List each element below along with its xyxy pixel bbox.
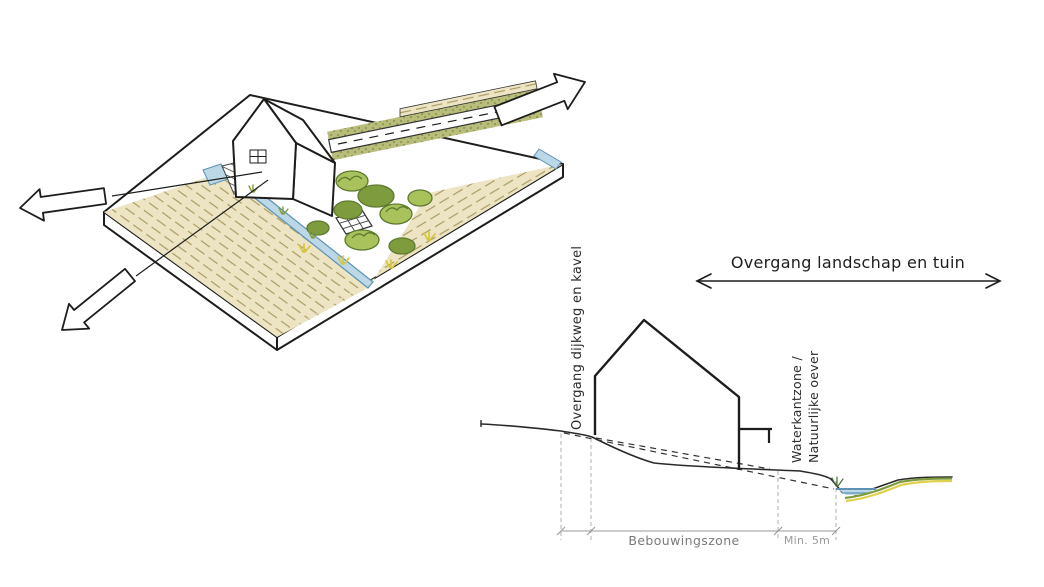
transition-arrow: [695, 273, 1002, 289]
road-verge-south: [331, 109, 543, 161]
dike-transition-label: Overgang dijkweg en kavel: [570, 246, 585, 430]
direction-arrow-west-icon: [19, 187, 107, 222]
ground-profile: [480, 423, 953, 496]
direction-arrows: [19, 72, 586, 331]
transition-arrow-label: Overgang landschap en tuin: [731, 253, 965, 272]
field-left: [104, 172, 368, 337]
direction-arrow-northeast-icon: [493, 72, 586, 127]
bank-green-line: [844, 477, 953, 500]
house-window: [249, 149, 267, 164]
sight-lines: [111, 171, 269, 277]
bank-yellow-line: [845, 479, 953, 503]
house-deck: [739, 427, 772, 443]
house-section-outline: [593, 318, 741, 470]
direction-arrow-southwest-icon: [61, 267, 136, 331]
marsh-plant-icon: [831, 476, 844, 487]
axonometric-sketch: [19, 72, 586, 351]
waterside-label-line2: Natuurlijke oever: [806, 350, 821, 463]
field-far-strip: [399, 80, 538, 118]
min-width-label: Min. 5m: [784, 534, 830, 547]
garden-bushes: [306, 170, 433, 255]
waterside-label-line1: Waterkantzone /: [789, 356, 804, 463]
water-corner: [533, 148, 562, 170]
field-right: [277, 164, 563, 337]
road: [327, 80, 543, 161]
cross-section: Bebouwingszone Min. 5m Overgang land: [480, 246, 1002, 548]
construction-lines: [560, 434, 837, 540]
grass-tufts-yellow: [298, 231, 436, 269]
road-verge-north: [327, 88, 539, 140]
dimension-line: [556, 526, 841, 536]
building-zone-label: Bebouwingszone: [628, 533, 739, 548]
slope-dashed-lines: [563, 432, 835, 490]
